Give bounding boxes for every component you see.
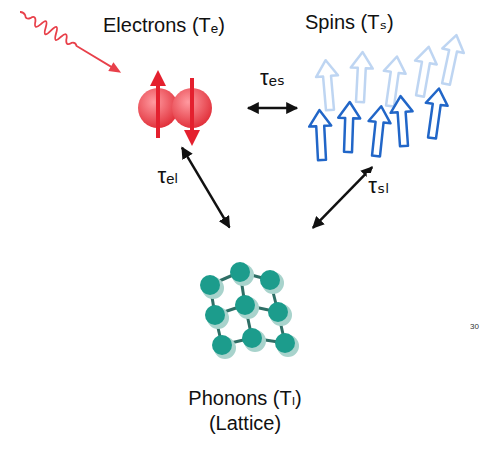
coupling-arrow [248, 107, 297, 110]
node-label: Electrons (Tₑ) [103, 13, 225, 38]
node-label: (Lattice) [209, 411, 281, 436]
reference-number: 30 [470, 322, 479, 331]
spin-arrow [315, 59, 341, 111]
spin-arrows-front [308, 87, 449, 161]
spin-arrow [337, 102, 361, 153]
time-constant-label: τₑₗ [155, 163, 180, 189]
electron-pair [138, 70, 212, 146]
node-label: Spins (Tₛ) [305, 10, 394, 35]
time-constant-label: τₑₛ [258, 65, 287, 91]
electrons-node: Electrons (Tₑ) [95, 5, 245, 145]
node-label: Phonons (Tₗ) [188, 386, 301, 411]
coupling-arrow [182, 148, 229, 228]
spin-arrow [390, 95, 415, 146]
spin-arrow [365, 105, 392, 157]
spin-arrow [409, 45, 439, 98]
spin-down-head [184, 130, 200, 146]
pulse-head [108, 62, 123, 77]
spin-arrow [421, 87, 450, 140]
spin-arrow [435, 33, 467, 86]
pulse-wave [17, 7, 116, 73]
coupling-arrow [313, 167, 372, 228]
spin-down-arrow [190, 78, 194, 132]
spins-node: Spins (Tₛ) [300, 5, 465, 165]
lattice [200, 262, 299, 359]
phonons-node: Phonons (Tₗ)(Lattice) [175, 230, 315, 440]
spin-up-head [150, 70, 166, 86]
spin-arrow [308, 109, 333, 160]
spin-arrow [349, 51, 374, 102]
time-constant-label: τₛₗ [366, 173, 391, 199]
atoms [200, 262, 295, 355]
spin-up-arrow [156, 84, 160, 138]
